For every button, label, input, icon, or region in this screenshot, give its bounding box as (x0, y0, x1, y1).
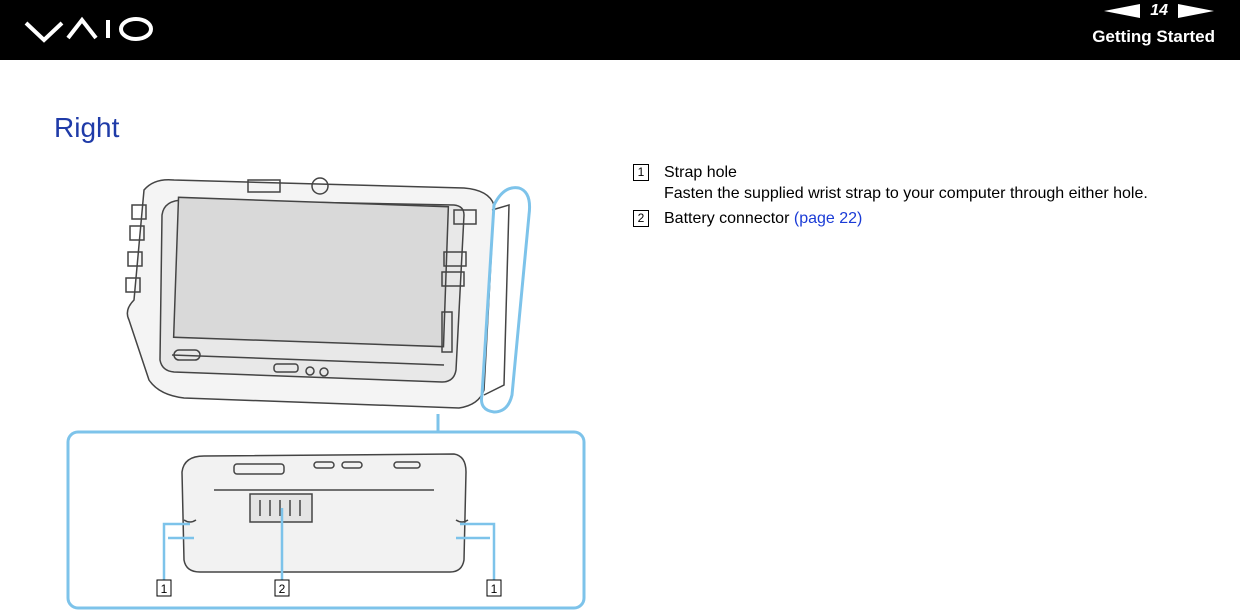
vaio-logo (24, 16, 153, 43)
next-page-arrow-icon[interactable] (1178, 4, 1214, 18)
svg-text:1: 1 (161, 582, 168, 596)
section-title: Getting Started (1092, 27, 1215, 46)
item-title: Battery connector (664, 210, 790, 227)
callout-label-1-right: 1 (486, 579, 502, 597)
page-navigation: 14 (1104, 2, 1214, 20)
callout-descriptions: 1 Strap hole Fasten the supplied wrist s… (633, 162, 1213, 233)
page-22-link[interactable]: (page 22) (793, 210, 863, 227)
callout-label-2: 2 (274, 579, 290, 597)
callout-label-1-left: 1 (156, 579, 172, 597)
page-number: 14 (1150, 2, 1168, 19)
item-title: Strap hole (664, 164, 737, 181)
callout-lines (162, 508, 496, 580)
svg-text:2: 2 (279, 582, 286, 596)
item-strap-hole: 1 Strap hole Fasten the supplied wrist s… (633, 162, 1213, 204)
item-number: 1 (633, 164, 649, 181)
svg-text:1: 1 (491, 582, 498, 596)
device-side-view (181, 453, 469, 573)
item-number: 2 (633, 210, 649, 227)
previous-page-arrow-icon[interactable] (1104, 4, 1141, 18)
page-title: Right (54, 112, 120, 143)
highlight-outline (480, 186, 531, 414)
device-top-view (125, 177, 510, 409)
item-battery-connector: 2 Battery connector (page 22) (633, 208, 1213, 229)
item-description: Fasten the supplied wrist strap to your … (664, 185, 1148, 202)
header-bar: 14 Getting Started (0, 0, 1240, 60)
device-illustration: 1 2 1 (66, 177, 586, 610)
